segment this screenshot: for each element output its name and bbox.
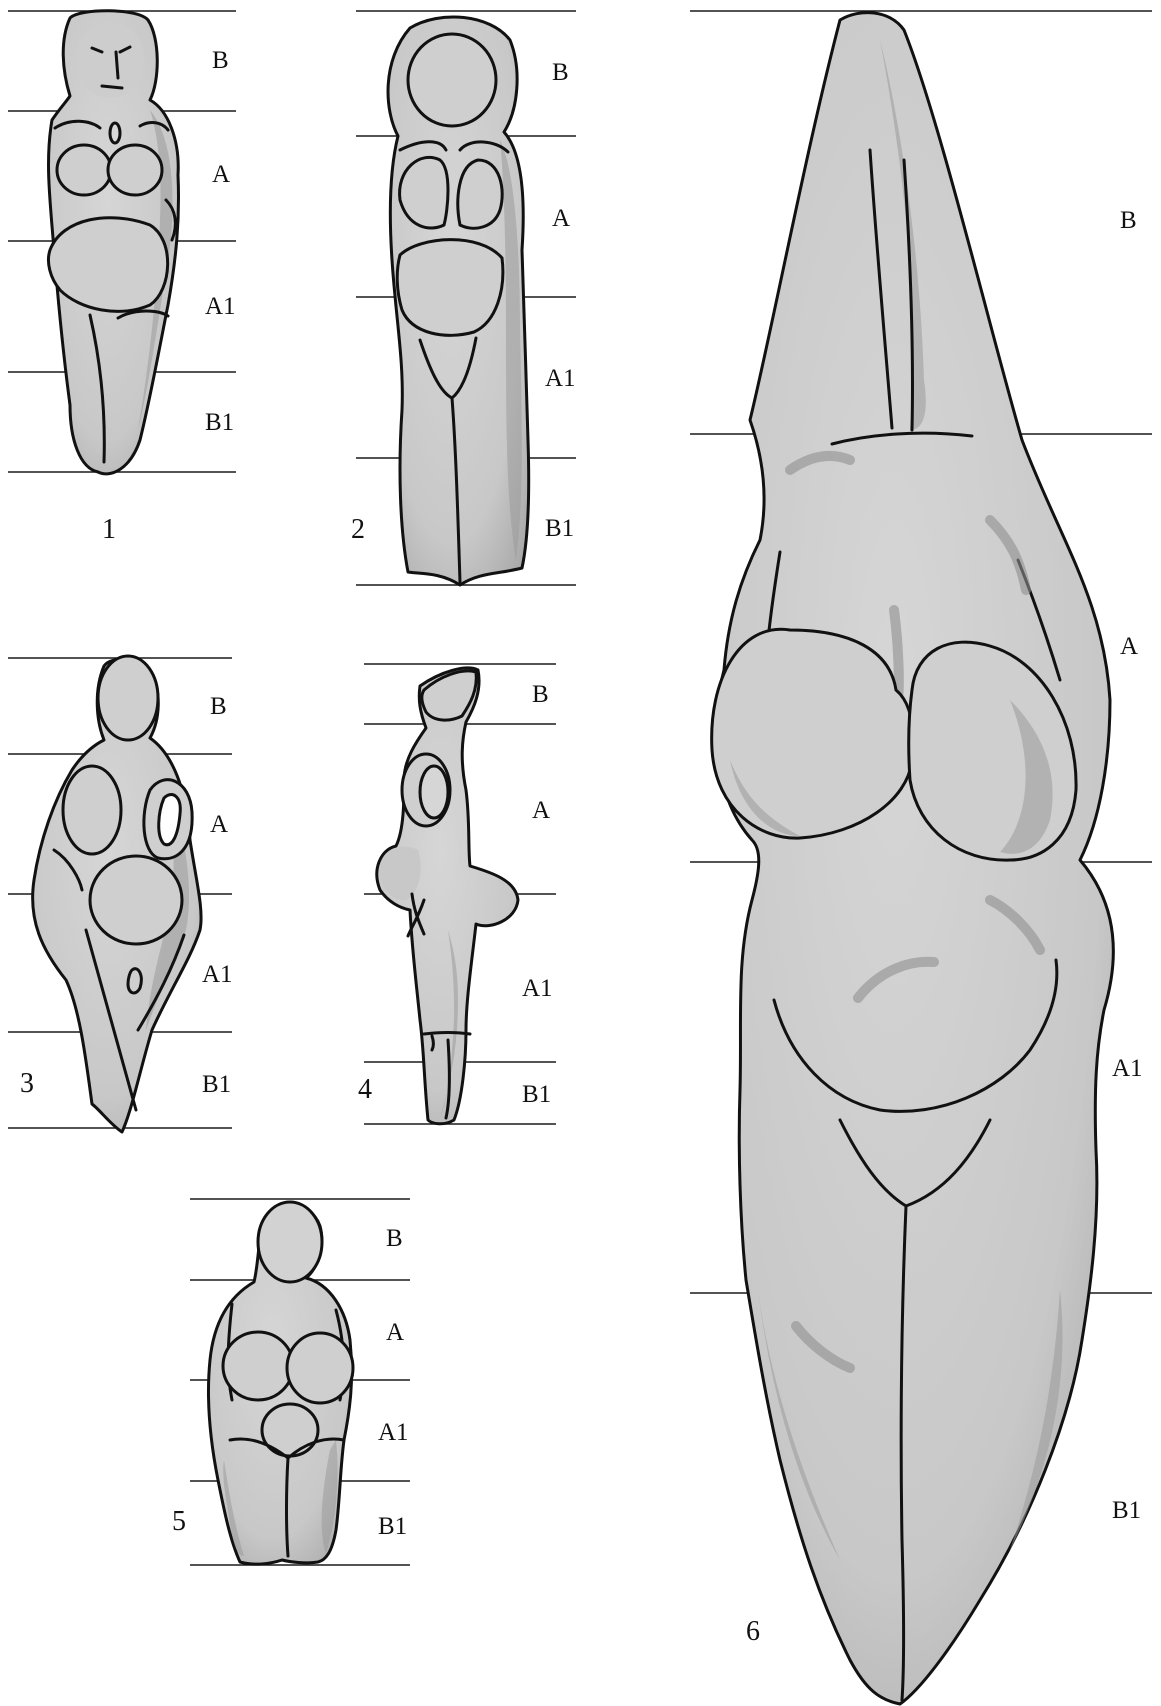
fig1-label-b: B bbox=[212, 47, 229, 74]
fig5-number: 5 bbox=[172, 1506, 186, 1537]
fig3-label-b: B bbox=[210, 693, 227, 720]
fig6-label-b1: B1 bbox=[1112, 1497, 1141, 1524]
fig6-label-a: A bbox=[1120, 633, 1138, 660]
fig1-label-b1: B1 bbox=[205, 409, 234, 436]
fig2-label-a1: A1 bbox=[545, 365, 576, 392]
figurine-4 bbox=[364, 664, 556, 1124]
fig1-label-a: A bbox=[212, 161, 230, 188]
figurine-6 bbox=[690, 11, 1152, 1704]
fig1-number: 1 bbox=[102, 514, 116, 545]
fig5-label-b1: B1 bbox=[378, 1513, 407, 1540]
fig4-label-b1: B1 bbox=[522, 1081, 551, 1108]
fig4-label-a1: A1 bbox=[522, 975, 553, 1002]
fig5-leg-divide bbox=[287, 1458, 289, 1556]
fig5-label-b: B bbox=[386, 1225, 403, 1252]
figurine-1 bbox=[8, 11, 236, 474]
fig3-label-b1: B1 bbox=[202, 1071, 231, 1098]
fig4-breast-inner bbox=[420, 766, 448, 818]
fig6-label-a1: A1 bbox=[1112, 1055, 1143, 1082]
fig2-label-b: B bbox=[552, 59, 569, 86]
fig4-label-b: B bbox=[532, 681, 549, 708]
fig3-label-a: A bbox=[210, 811, 228, 838]
fig6-breast-left bbox=[712, 629, 913, 838]
fig3-belly bbox=[90, 856, 182, 944]
figurine-2 bbox=[356, 11, 576, 585]
fig3-breast-left bbox=[63, 766, 121, 854]
fig4-number: 4 bbox=[358, 1074, 372, 1105]
fig5-label-a1: A1 bbox=[378, 1419, 409, 1446]
fig1-neck-pendant bbox=[110, 123, 120, 143]
figurine-5 bbox=[190, 1199, 410, 1565]
fig2-belly bbox=[397, 240, 503, 336]
fig3-number: 3 bbox=[20, 1068, 34, 1099]
fig1-belly bbox=[48, 218, 167, 312]
fig1-mouth bbox=[102, 86, 122, 88]
figurine-3 bbox=[8, 656, 232, 1132]
fig3-vulva bbox=[128, 969, 141, 993]
fig4-label-a: A bbox=[532, 797, 550, 824]
fig2-label-b1: B1 bbox=[545, 515, 574, 542]
fig5-head bbox=[258, 1202, 322, 1282]
fig1-nose bbox=[116, 52, 118, 78]
fig1-breast-right bbox=[108, 145, 162, 195]
fig5-breast-right bbox=[287, 1333, 353, 1403]
fig5-label-a: A bbox=[386, 1319, 404, 1346]
fig2-label-a: A bbox=[552, 205, 570, 232]
fig1-label-a1: A1 bbox=[205, 293, 236, 320]
fig6-number: 6 bbox=[746, 1616, 760, 1647]
fig6-label-b: B bbox=[1120, 207, 1137, 234]
fig3-label-a1: A1 bbox=[202, 961, 233, 988]
fig3-head bbox=[98, 656, 158, 740]
fig2-head-face bbox=[408, 34, 496, 126]
fig5-breast-left bbox=[223, 1332, 293, 1400]
fig2-number: 2 bbox=[351, 514, 365, 545]
fig1-breast-left bbox=[57, 145, 111, 195]
